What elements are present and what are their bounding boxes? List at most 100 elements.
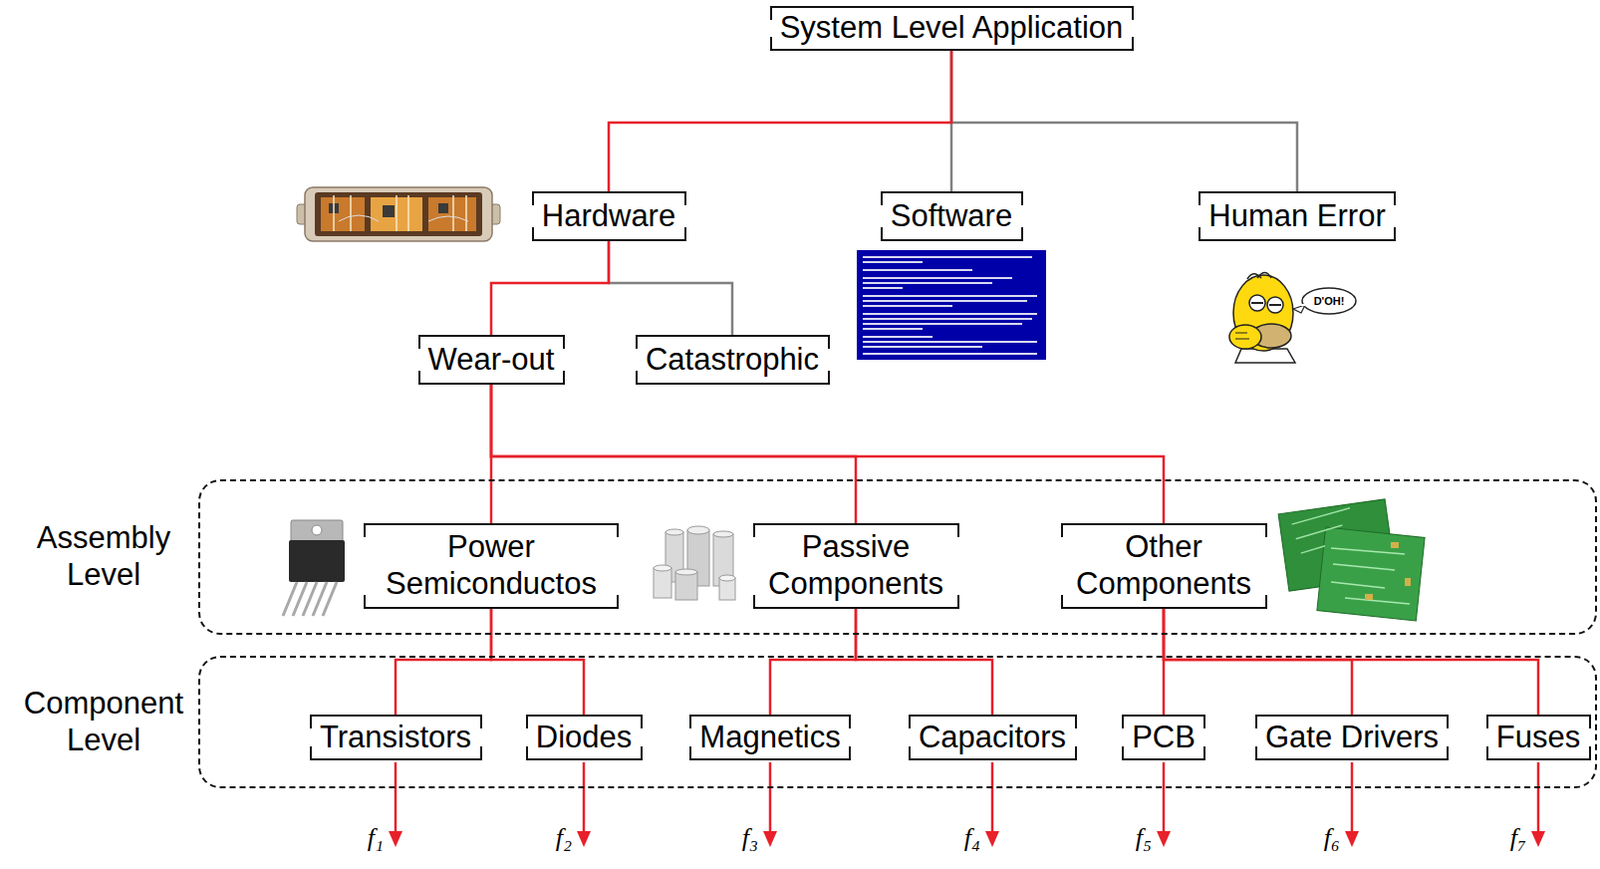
exclamation-text: D'OH! xyxy=(1314,294,1345,307)
output-arrow xyxy=(763,830,778,847)
blue-screen-picture xyxy=(862,256,1038,355)
box-label: Passive Components xyxy=(763,529,950,602)
igbt-module-picture xyxy=(333,195,467,232)
tree-connector xyxy=(770,608,856,715)
capacitors-picture xyxy=(653,564,672,571)
process-box: Transistors xyxy=(309,714,483,761)
box-label: Capacitors xyxy=(918,719,1067,757)
homer-picture xyxy=(1302,287,1356,314)
pcb-picture xyxy=(1404,577,1411,586)
function-label: f₃ xyxy=(742,822,759,853)
homer-picture xyxy=(1235,332,1250,339)
igbt-module-picture xyxy=(320,197,365,232)
process-box: Fuses xyxy=(1486,714,1592,761)
process-box: Magnetics xyxy=(689,714,851,761)
band-label: Assembly Level xyxy=(16,520,191,593)
transistor-picture xyxy=(288,539,345,582)
blue-screen-picture xyxy=(856,250,1047,360)
transistor-picture xyxy=(282,581,337,616)
homer-picture xyxy=(1247,272,1272,280)
blue-screen-picture xyxy=(862,276,1013,279)
tree-connector xyxy=(491,384,1164,524)
tree-connector xyxy=(608,50,952,193)
box-label: Gate Drivers xyxy=(1265,719,1439,757)
blue-screen-picture xyxy=(862,340,1038,343)
pcb-picture xyxy=(1390,541,1399,548)
function-label: f₂ xyxy=(555,822,572,853)
box-label: Magnetics xyxy=(699,719,840,757)
output-arrow xyxy=(1162,762,1166,833)
tree-connector xyxy=(855,608,993,715)
tree-connector xyxy=(1163,608,1352,715)
pcb-picture xyxy=(1278,499,1425,621)
box-label: Power Semiconductos xyxy=(373,529,609,602)
capacitors-picture xyxy=(675,568,698,575)
homer-picture xyxy=(1251,302,1282,305)
process-box: Software xyxy=(880,191,1024,242)
tree-connector xyxy=(491,241,609,335)
tree-connector xyxy=(491,384,856,524)
blue-screen-picture xyxy=(862,335,933,338)
capacitors-picture xyxy=(675,571,698,600)
blue-screen-picture xyxy=(862,312,1038,315)
output-arrow xyxy=(582,762,586,833)
igbt-module-picture xyxy=(428,197,477,232)
function-label: f₄ xyxy=(964,822,981,853)
blue-screen-picture xyxy=(862,261,923,264)
capacitors-picture xyxy=(713,531,734,537)
process-box: Other Components xyxy=(1061,523,1268,609)
process-box: Hardware xyxy=(532,191,687,242)
function-label: f₆ xyxy=(1324,822,1340,853)
blue-screen-picture xyxy=(862,268,973,271)
output-arrow xyxy=(1344,830,1359,847)
blue-screen-picture xyxy=(862,345,983,348)
box-label: Human Error xyxy=(1208,198,1385,236)
blue-screen-picture xyxy=(862,327,923,330)
blue-screen-picture xyxy=(862,286,903,289)
process-box: PCB xyxy=(1121,714,1206,761)
capacitors-picture xyxy=(653,567,672,598)
blue-screen-picture xyxy=(856,250,1047,360)
tree-connector xyxy=(608,241,733,335)
transistor-picture xyxy=(311,525,322,535)
output-arrow xyxy=(769,762,773,833)
output-arrow xyxy=(576,830,591,847)
igbt-module-picture xyxy=(338,215,469,222)
box-label: System Level Application xyxy=(780,9,1124,47)
blue-screen-picture xyxy=(862,294,1038,297)
pcb-picture xyxy=(1317,527,1425,621)
box-label: Hardware xyxy=(541,198,676,236)
band-label: Component Level xyxy=(16,685,191,759)
box-label: Software xyxy=(890,198,1013,236)
output-arrow xyxy=(394,762,398,833)
capacitors-picture xyxy=(719,574,736,581)
function-label: f₁ xyxy=(367,822,384,853)
output-arrow xyxy=(985,830,1000,847)
process-box: Wear-out xyxy=(418,334,565,385)
box-label: Diodes xyxy=(535,719,633,757)
pcb-picture xyxy=(1291,508,1356,554)
pcb-picture xyxy=(1331,547,1410,604)
capacitors-picture xyxy=(653,526,736,600)
igbt-module-picture xyxy=(296,187,501,242)
process-box: Capacitors xyxy=(908,714,1077,761)
igbt-module-picture xyxy=(438,203,449,214)
box-label: Other Components xyxy=(1070,529,1258,602)
pcb-picture xyxy=(1364,593,1373,600)
capacitors-picture xyxy=(665,529,684,535)
blue-screen-picture xyxy=(862,299,1028,302)
process-box: System Level Application xyxy=(770,5,1134,51)
function-label: f₇ xyxy=(1510,822,1527,853)
output-arrow xyxy=(1537,762,1541,833)
box-label: Fuses xyxy=(1496,719,1581,757)
box-label: Catastrophic xyxy=(645,341,819,379)
process-box: Passive Components xyxy=(753,523,960,609)
igbt-module-picture xyxy=(304,187,493,242)
level-band: Assembly LevelPower SemiconductosPassive… xyxy=(198,479,1598,635)
box-label: Wear-out xyxy=(428,341,555,379)
process-box: Gate Drivers xyxy=(1255,714,1449,761)
output-arrow xyxy=(1531,830,1546,847)
blue-screen-picture xyxy=(862,256,1033,259)
